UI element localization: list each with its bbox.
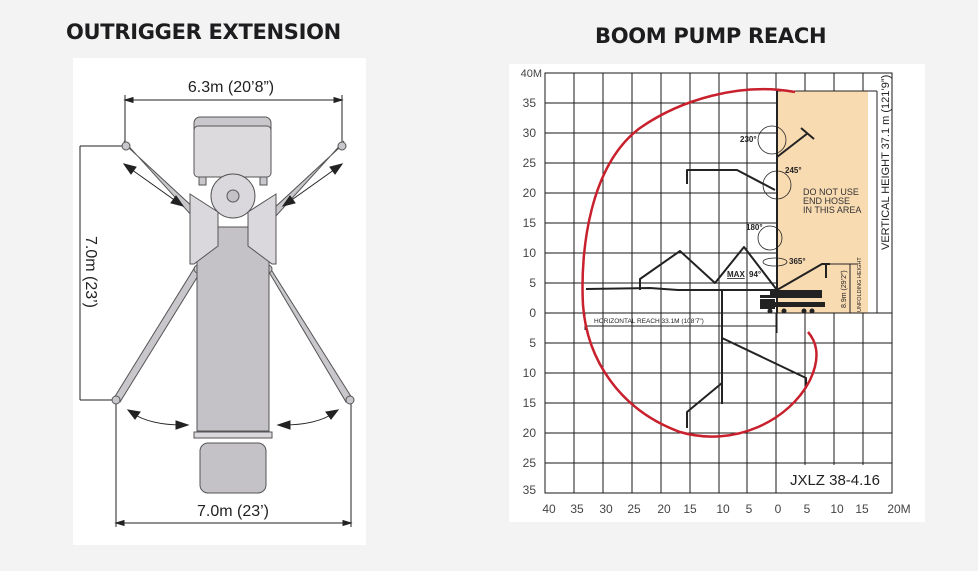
svg-text:40M: 40M bbox=[521, 68, 542, 80]
svg-text:10: 10 bbox=[716, 502, 730, 516]
vertical-height-label: VERTICAL HEIGHT 37.1 m (121’9”) bbox=[880, 75, 892, 250]
svg-text:15: 15 bbox=[855, 502, 869, 516]
outrigger-diagram: 6.3m (20’8”) 7.0m (23’) 7.0m (23’) bbox=[79, 79, 355, 527]
svg-text:5: 5 bbox=[804, 502, 811, 516]
y-axis-labels: 40M 35 30 25 20 15 10 5 0 5 10 15 20 25 … bbox=[521, 68, 542, 497]
svg-text:15: 15 bbox=[523, 216, 537, 230]
outrigger-panel: 6.3m (20’8”) 7.0m (23’) 7.0m (23’) bbox=[73, 58, 366, 545]
outrigger-housings bbox=[189, 193, 277, 265]
angle-230: 230° bbox=[740, 135, 757, 144]
movement-arrows bbox=[122, 163, 344, 430]
svg-text:20: 20 bbox=[523, 186, 537, 200]
boom-panel: JXLZ 38-4.16 VERTICAL HEIGHT 37.1 m (121… bbox=[509, 64, 925, 522]
no-hose-zone bbox=[778, 91, 868, 313]
length-dimension bbox=[79, 145, 122, 401]
angle-180: 180° bbox=[746, 223, 763, 232]
svg-text:30: 30 bbox=[599, 502, 613, 516]
svg-text:25: 25 bbox=[627, 502, 641, 516]
boom-positions bbox=[585, 91, 830, 428]
unfolding-height-label: 8.9m (29’2”) bbox=[841, 270, 848, 308]
unfolding-height-caption: UNFOLDING HEIGHT bbox=[857, 257, 863, 312]
svg-text:15: 15 bbox=[523, 396, 537, 410]
angle-245: 245° bbox=[785, 166, 802, 175]
svg-text:5: 5 bbox=[529, 336, 536, 350]
max-label: MAX bbox=[727, 270, 745, 279]
svg-text:20M: 20M bbox=[887, 502, 910, 516]
turret-pivot bbox=[226, 189, 240, 203]
svg-text:10: 10 bbox=[523, 246, 537, 260]
no-hose-note-line1: DO NOT USE bbox=[803, 187, 859, 197]
outrigger-title: OUTRIGGER EXTENSION bbox=[66, 20, 341, 44]
svg-text:35: 35 bbox=[570, 502, 584, 516]
rear-hopper bbox=[199, 442, 267, 494]
svg-text:0: 0 bbox=[529, 306, 536, 320]
rear-span-label: 7.0m (23’) bbox=[197, 503, 269, 520]
reach-envelope-curve bbox=[581, 88, 818, 438]
angle-94: 94° bbox=[749, 270, 761, 279]
length-label: 7.0m (23’) bbox=[82, 236, 99, 308]
angle-arcs bbox=[757, 125, 792, 267]
no-hose-note-line3: IN THIS AREA bbox=[803, 205, 861, 215]
model-label: JXLZ 38-4.16 bbox=[790, 472, 880, 489]
svg-text:40: 40 bbox=[542, 502, 556, 516]
svg-text:0: 0 bbox=[775, 502, 782, 516]
svg-text:25: 25 bbox=[523, 156, 537, 170]
horizontal-reach-label: HORIZONTAL REACH 33.1M (108’7”) bbox=[594, 318, 704, 325]
svg-text:35: 35 bbox=[523, 96, 537, 110]
model-label-box bbox=[777, 465, 891, 492]
svg-text:20: 20 bbox=[523, 426, 537, 440]
truck-chassis bbox=[196, 226, 270, 432]
truck-cab bbox=[193, 116, 272, 186]
svg-text:35: 35 bbox=[523, 483, 537, 497]
svg-text:25: 25 bbox=[523, 456, 537, 470]
rear-bumper bbox=[193, 431, 273, 439]
svg-text:10: 10 bbox=[523, 366, 537, 380]
svg-text:5: 5 bbox=[529, 276, 536, 290]
svg-text:30: 30 bbox=[523, 126, 537, 140]
svg-text:15: 15 bbox=[683, 502, 697, 516]
angle-365: 365° bbox=[789, 257, 806, 266]
boom-reach-chart: JXLZ 38-4.16 VERTICAL HEIGHT 37.1 m (121… bbox=[521, 68, 911, 516]
svg-text:10: 10 bbox=[830, 502, 844, 516]
svg-text:5: 5 bbox=[746, 502, 753, 516]
svg-text:20: 20 bbox=[657, 502, 671, 516]
front-span-dimension bbox=[123, 95, 344, 142]
truck-side bbox=[760, 290, 825, 314]
boom-title: BOOM PUMP REACH bbox=[595, 24, 827, 48]
x-axis-labels: 40 35 30 25 20 15 10 5 0 5 10 15 20M bbox=[542, 502, 910, 516]
no-hose-note-line2: END HOSE bbox=[803, 196, 850, 206]
front-span-label: 6.3m (20’8”) bbox=[188, 79, 274, 96]
rear-span-dimension bbox=[114, 403, 353, 527]
